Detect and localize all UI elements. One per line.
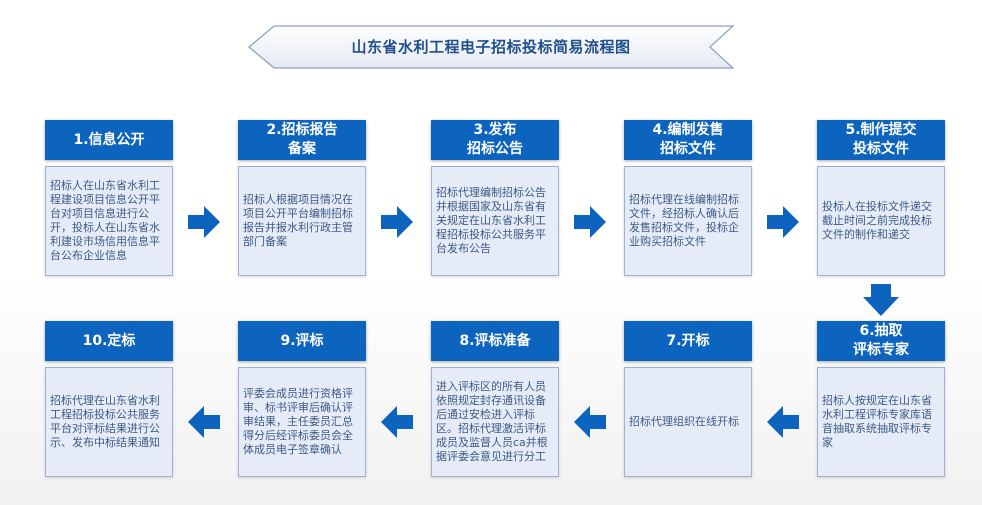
- step-1-body: 招标人在山东省水利工程建设项目信息公开平台对项目信息进行公开，投标人在山东省水利…: [45, 166, 173, 276]
- step-5-header: 5.制作提交 投标文件: [817, 120, 945, 160]
- step-10-body: 招标代理在山东省水利工程招标投标公共服务平台对评标结果进行公示、发布中标结果通知: [45, 367, 173, 477]
- step-9-body: 评委会成员进行资格评审、标书评审后确认评审结果，主任委员汇总得分后经评标委员会全…: [238, 367, 366, 477]
- arrow-right-icon: [381, 206, 413, 238]
- step-4-body: 招标代理在线编制招标文件，经招标人确认后发售招标文件，投标企业购买招标文件: [624, 166, 752, 276]
- step-5-text: 投标人在投标文件递交截止时间之前完成投标文件的制作和递交: [822, 200, 932, 241]
- step-6-body: 招标人按规定在山东省水利工程评标专家库语音抽取系统抽取评标专家: [817, 367, 945, 477]
- step-2-header: 2.招标报告 备案: [238, 120, 366, 160]
- step-9-text: 评委会成员进行资格评审、标书评审后确认评审结果，主任委员汇总得分后经评标委员会全…: [243, 387, 353, 456]
- step-1-header: 1.信息公开: [45, 120, 173, 160]
- step-2-body: 招标人根据项目情况在项目公开平台编制招标报告并报水利行政主管部门备案: [238, 166, 366, 276]
- step-2-text: 招标人根据项目情况在项目公开平台编制招标报告并报水利行政主管部门备案: [243, 193, 353, 248]
- step-10-header: 10.定标: [45, 321, 173, 361]
- step-8-header: 8.评标准备: [431, 321, 559, 361]
- title-banner: 山东省水利工程电子招标投标简易流程图: [248, 25, 734, 69]
- step-3-body: 招标代理编制招标公告并根据国家及山东省有关规定在山东省水利工程招标投标公共服务平…: [431, 166, 559, 276]
- step-6-header: 6.抽取 评标专家: [817, 321, 945, 361]
- step-4-text: 招标代理在线编制招标文件，经招标人确认后发售招标文件，投标企业购买招标文件: [629, 193, 739, 248]
- title-banner-shape: [248, 25, 734, 69]
- arrow-left-icon: [381, 406, 413, 438]
- step-8-body: 进入评标区的所有人员依照规定封存通讯设备后通过安检进入评标区。招标代理激活评标成…: [431, 367, 559, 477]
- arrow-left-icon: [767, 406, 799, 438]
- arrow-left-icon: [574, 406, 606, 438]
- step-5-body: 投标人在投标文件递交截止时间之前完成投标文件的制作和递交: [817, 166, 945, 276]
- step-3-text: 招标代理编制招标公告并根据国家及山东省有关规定在山东省水利工程招标投标公共服务平…: [436, 186, 546, 255]
- step-8-text: 进入评标区的所有人员依照规定封存通讯设备后通过安检进入评标区。招标代理激活评标成…: [436, 380, 548, 463]
- step-10-text: 招标代理在山东省水利工程招标投标公共服务平台对评标结果进行公示、发布中标结果通知: [50, 394, 160, 449]
- step-7-header: 7.开标: [624, 321, 752, 361]
- step-6-text: 招标人按规定在山东省水利工程评标专家库语音抽取系统抽取评标专家: [822, 394, 932, 449]
- arrow-left-icon: [188, 406, 220, 438]
- arrow-right-icon: [574, 206, 606, 238]
- step-7-text: 招标代理组织在线开标: [629, 415, 739, 428]
- step-3-header: 3.发布 招标公告: [431, 120, 559, 160]
- step-7-body: 招标代理组织在线开标: [624, 367, 752, 477]
- arrow-right-icon: [767, 206, 799, 238]
- arrow-right-icon: [188, 206, 220, 238]
- step-4-header: 4.编制发售 招标文件: [624, 120, 752, 160]
- diagram-title: 山东省水利工程电子招标投标简易流程图: [351, 38, 631, 56]
- arrow-down-icon: [863, 284, 899, 316]
- step-1-text: 招标人在山东省水利工程建设项目信息公开平台对项目信息进行公开，投标人在山东省水利…: [50, 179, 160, 262]
- step-9-header: 9.评标: [238, 321, 366, 361]
